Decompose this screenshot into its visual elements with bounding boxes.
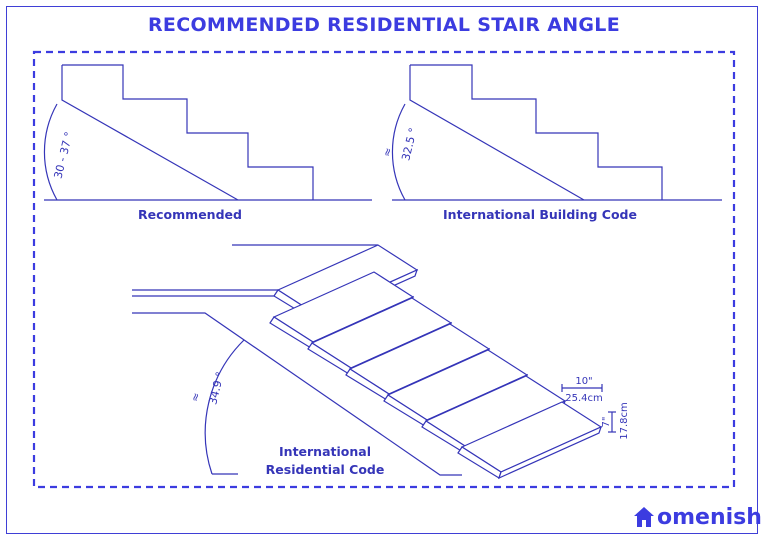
ibc-angle-arc <box>391 103 406 201</box>
recommended-stair-steps <box>62 64 314 200</box>
page-title: RECOMMENDED RESIDENTIAL STAIR ANGLE <box>148 14 620 36</box>
tread-inches-label: 10" <box>575 376 592 387</box>
house-icon <box>634 507 654 527</box>
irc-angle-arc <box>204 339 245 475</box>
ibc-angle-label: 32.5 ° <box>399 126 420 162</box>
irc-stringer <box>132 312 462 476</box>
ibc-stair-profile <box>409 65 585 201</box>
irc-caption-line2: Residential Code <box>265 462 385 477</box>
irc-diagram <box>132 244 616 480</box>
ibc-stair-steps <box>410 64 663 200</box>
homenish-logo: omenish <box>632 502 762 532</box>
riser-cm-label: 17.8cm <box>619 402 630 440</box>
recommended-angle-arc <box>43 103 58 201</box>
outer-border <box>6 6 758 534</box>
recommended-stair-profile <box>61 65 239 201</box>
tread-cm-label: 25.4cm <box>565 393 603 404</box>
irc-step-7 <box>457 401 603 480</box>
ibc-caption: International Building Code <box>443 207 637 222</box>
recommended-angle-label: 30 - 37 ° <box>51 130 75 180</box>
ibc-approx-symbol: ≈ <box>380 146 395 158</box>
riser-inches-label: 7" <box>601 417 612 428</box>
recommended-caption: Recommended <box>138 207 242 222</box>
ibc-diagram <box>391 64 722 201</box>
dashed-frame <box>32 50 736 489</box>
irc-caption-line1: International <box>279 444 371 459</box>
recommended-diagram <box>43 64 372 201</box>
logo-text: omenish <box>657 504 762 530</box>
irc-angle-label: 34.9 ° <box>206 370 227 406</box>
irc-caption: International Residential Code <box>250 443 400 479</box>
irc-approx-symbol: ≈ <box>188 391 203 403</box>
